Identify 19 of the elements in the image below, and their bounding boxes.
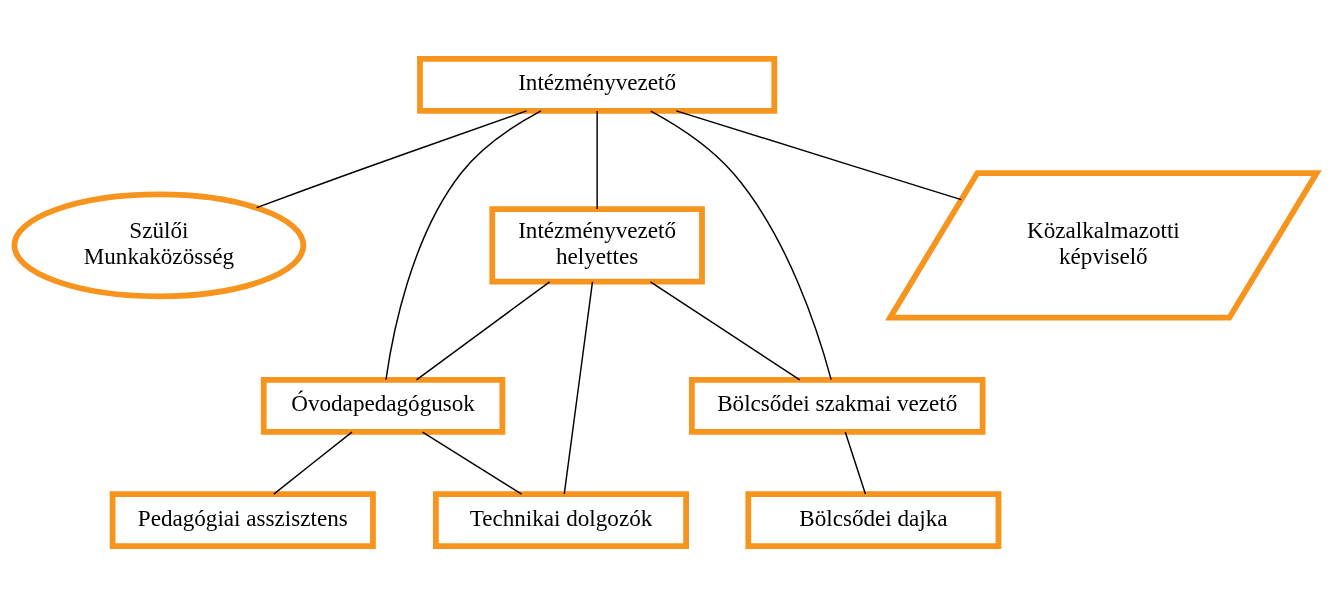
- connector: [273, 431, 353, 495]
- connector: [649, 281, 801, 381]
- connector: [675, 110, 962, 201]
- connector: [650, 110, 832, 381]
- connector: [421, 431, 523, 495]
- connector: [255, 110, 528, 209]
- node-ellipse: Szülői Munkaközösség: [11, 191, 307, 300]
- connector: [563, 281, 594, 495]
- node-box: Technikai dolgozók: [432, 491, 689, 550]
- node-box: Intézményvezető helyettes: [489, 206, 705, 285]
- connector: [844, 431, 867, 495]
- node-box: Bölcsődei szakmai vezető: [689, 377, 986, 435]
- connector: [415, 281, 551, 381]
- node-box: Intézményvezető: [417, 55, 778, 114]
- connector: [385, 110, 542, 381]
- node-box: Pedagógiai asszisztens: [109, 491, 376, 550]
- connector: [596, 110, 598, 210]
- node-box: Óvodapedagógusok: [260, 377, 506, 435]
- node-box: Bölcsődei dajka: [745, 491, 1002, 550]
